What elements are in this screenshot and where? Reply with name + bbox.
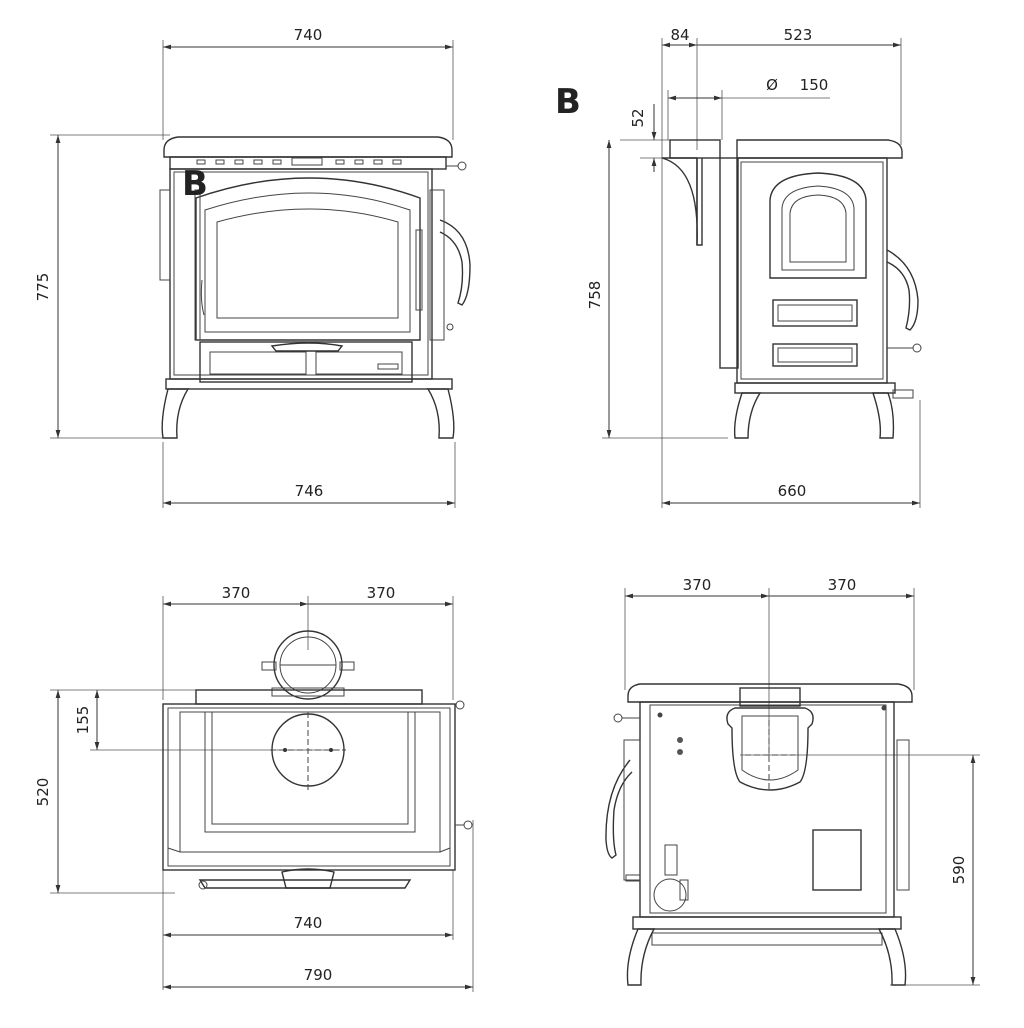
front-leg-right bbox=[426, 388, 455, 439]
back-access-plate bbox=[812, 829, 862, 891]
dim-back-left-half: 370 bbox=[683, 576, 712, 594]
dim-front-width-top: 740 bbox=[294, 26, 323, 44]
side-handle bbox=[886, 249, 919, 331]
side-leg-back bbox=[872, 392, 895, 439]
side-panel-upper bbox=[772, 299, 858, 327]
dim-front-height: 775 bbox=[34, 273, 52, 302]
front-marker-b: B bbox=[182, 164, 208, 204]
side-marker-b: B bbox=[555, 82, 581, 122]
top-view: 370 370 155 520 740 790 bbox=[34, 584, 474, 992]
top-body bbox=[162, 703, 456, 871]
dim-top-overall-width: 790 bbox=[304, 966, 333, 984]
back-leg-right bbox=[877, 928, 907, 986]
front-leg-left bbox=[161, 388, 190, 439]
dim-top-flue-from-front: 155 bbox=[74, 706, 92, 735]
dim-top-left-half: 370 bbox=[222, 584, 251, 602]
side-leg-front bbox=[733, 392, 762, 439]
side-view: B 84 523 Ø 150 52 758 660 bbox=[555, 26, 922, 508]
front-door bbox=[195, 177, 421, 341]
front-ash-drawer bbox=[199, 341, 413, 383]
dim-top-right-half: 370 bbox=[367, 584, 396, 602]
side-flue-collar bbox=[669, 139, 721, 159]
back-view: 370 370 590 bbox=[605, 576, 980, 986]
dim-side-height: 758 bbox=[586, 281, 604, 310]
front-drawer-handle bbox=[270, 342, 344, 352]
top-front-rail bbox=[198, 879, 412, 889]
dim-side-depth: 660 bbox=[778, 482, 807, 500]
back-top-plate bbox=[627, 683, 913, 703]
front-view: 740 775 746 bbox=[34, 26, 471, 508]
side-window-frame bbox=[769, 172, 867, 279]
back-handle bbox=[605, 759, 633, 859]
side-panel-lower bbox=[772, 343, 858, 367]
dim-side-flue-height: 52 bbox=[629, 108, 647, 127]
front-side-handle bbox=[439, 219, 471, 306]
dim-side-diameter-symbol: Ø bbox=[766, 76, 778, 94]
side-window-glass bbox=[789, 194, 847, 263]
dim-back-right-half: 370 bbox=[828, 576, 857, 594]
dim-front-width-bottom: 746 bbox=[295, 482, 324, 500]
back-leg-left bbox=[626, 928, 656, 986]
front-glass bbox=[216, 208, 399, 319]
back-panel bbox=[639, 701, 895, 918]
dim-top-inner-width: 740 bbox=[294, 914, 323, 932]
dim-side-flue-offset: 84 bbox=[670, 26, 689, 44]
dim-back-flue-center-height: 590 bbox=[950, 856, 968, 885]
dim-side-flue-to-back: 523 bbox=[784, 26, 813, 44]
top-flue-collar bbox=[273, 630, 343, 700]
back-flue-outlet bbox=[739, 687, 801, 707]
dim-side-flue-diameter: 150 bbox=[800, 76, 829, 94]
dim-top-depth: 520 bbox=[34, 778, 52, 807]
front-top-plate bbox=[163, 136, 453, 158]
side-top-plate bbox=[736, 139, 903, 159]
